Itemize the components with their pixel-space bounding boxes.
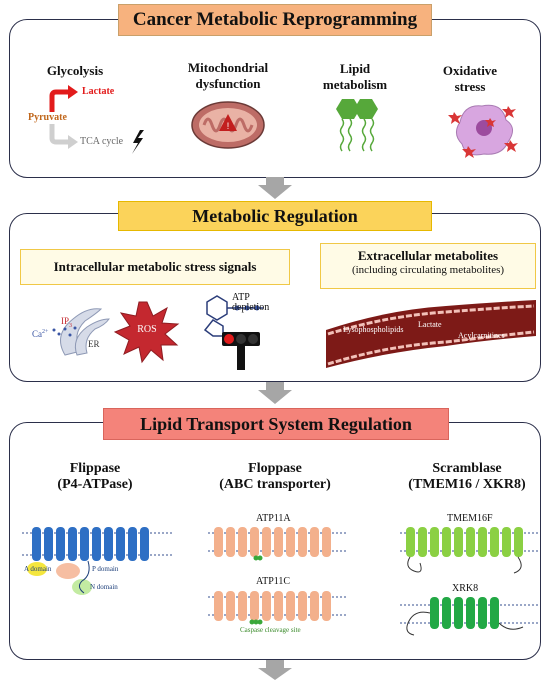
glycolysis-arrow-icon xyxy=(49,85,144,154)
traffic-light-icon xyxy=(222,332,260,370)
caspase-cleavage-label: Caspase cleavage site xyxy=(240,626,301,634)
oxidative-title-2: stress xyxy=(454,79,486,94)
oxidative-title-1: Oxidative xyxy=(442,63,498,78)
er-label: ER xyxy=(88,339,100,349)
extracellular-title-2: (including circulating metabolites) xyxy=(351,264,505,276)
atp-label-1: ATP xyxy=(232,292,250,303)
n-domain-label: N domain xyxy=(90,583,118,591)
ca-dots-icon xyxy=(52,326,77,337)
mito-title-2: dysfunction xyxy=(195,76,261,91)
xrk8-label: XRK8 xyxy=(452,583,479,594)
mitochondria-icon: ! xyxy=(191,101,265,149)
lipid-title-1: Lipid xyxy=(339,61,371,76)
scramblase-title-2: (TMEM16 / XKR8) xyxy=(408,477,526,492)
atp11a-label: ATP11A xyxy=(256,513,291,524)
svg-text:!: ! xyxy=(227,121,230,131)
lactate-vessel-label: Lactate xyxy=(418,320,442,329)
scramblase-title-1: Scramblase xyxy=(432,461,502,476)
p-domain-label: P domain xyxy=(92,565,119,573)
flippase-title-2: (P4-ATPase) xyxy=(57,477,133,492)
metabolic-regulation-title: Metabolic Regulation xyxy=(118,201,432,231)
flippase-protein-icon xyxy=(22,527,172,595)
tca-cycle-label: TCA cycle xyxy=(80,136,124,147)
down-arrow-2 xyxy=(258,382,292,404)
ros-burst-icon xyxy=(113,301,180,364)
down-arrow-1 xyxy=(258,177,292,199)
lactate-label: Lactate xyxy=(82,86,115,97)
ip3-label: IP3 xyxy=(61,316,73,329)
lipid-title-2: metabolism xyxy=(322,77,388,92)
lysophospholipids-label: Lysophospholipids xyxy=(343,325,404,334)
tmem16f-protein-icon xyxy=(400,527,540,574)
mito-title-1: Mitochondrial xyxy=(187,60,269,75)
pyruvate-label: Pyruvate xyxy=(28,112,67,123)
flippase-title-1: Flippase xyxy=(69,461,121,476)
xrk8-protein-icon xyxy=(400,597,540,636)
tmem16f-label: TMEM16F xyxy=(447,513,493,524)
ros-label: ROS xyxy=(137,324,157,335)
atp-molecule-icon xyxy=(203,295,263,337)
acylcarnitines-label: Acylcarnitines xyxy=(458,331,505,340)
extracellular-metabolites-box: Extracellular metabolites (including cir… xyxy=(320,243,536,289)
ca-label: Ca2+ xyxy=(32,329,49,339)
intracellular-signals-box: Intracellular metabolic stress signals xyxy=(20,249,290,285)
floppase-title-1: Floppase xyxy=(248,461,302,476)
down-arrow-3 xyxy=(258,660,292,680)
atp11a-protein-icon xyxy=(208,527,348,561)
oxidative-cell-icon xyxy=(448,104,518,158)
lipid-transport-title: Lipid Transport System Regulation xyxy=(103,408,449,440)
extracellular-title-1: Extracellular metabolites xyxy=(357,248,499,263)
atp11c-protein-icon xyxy=(208,591,348,625)
lipid-icon xyxy=(336,99,378,152)
blood-vessel-icon xyxy=(326,300,536,368)
cancer-metabolic-panel xyxy=(9,19,541,178)
atp-label-2: depletion xyxy=(232,302,270,313)
glycolysis-label: Glycolysis xyxy=(46,63,104,78)
cancer-metabolic-title: Cancer Metabolic Reprogramming xyxy=(118,4,432,36)
floppase-title-2: (ABC transporter) xyxy=(219,477,331,492)
metabolic-regulation-panel xyxy=(9,213,541,382)
atp11c-label: ATP11C xyxy=(256,576,291,587)
a-domain-label: A domain xyxy=(24,565,52,573)
